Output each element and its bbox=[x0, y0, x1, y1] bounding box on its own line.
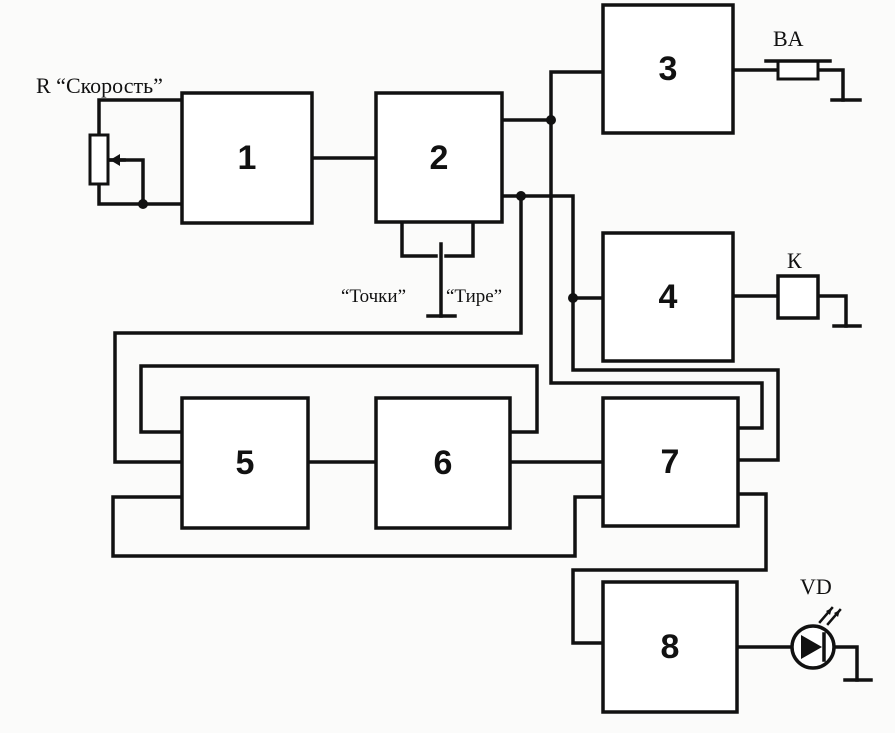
block-5-label: 5 bbox=[236, 444, 255, 482]
junction-dot bbox=[516, 191, 526, 201]
relay-icon bbox=[776, 274, 820, 320]
key-switch-icon bbox=[426, 242, 457, 318]
wire-2-4 bbox=[500, 194, 605, 300]
ground-symbols bbox=[830, 98, 873, 682]
dash-key-label: “Тире” bbox=[446, 286, 502, 307]
block-5: 5 bbox=[180, 396, 310, 530]
wire-4-7 bbox=[571, 296, 780, 462]
junction-dot bbox=[546, 115, 556, 125]
block-2-label: 2 bbox=[430, 139, 449, 177]
block-6: 6 bbox=[374, 396, 512, 530]
block-7-label: 7 bbox=[661, 443, 680, 481]
junctions bbox=[138, 115, 578, 303]
block-7: 7 bbox=[601, 396, 740, 528]
led-label: VD bbox=[800, 574, 832, 599]
block-8: 8 bbox=[601, 580, 739, 714]
wire-key-dash bbox=[444, 220, 475, 258]
wire-key-dots bbox=[400, 220, 438, 258]
wire-2-3 bbox=[500, 70, 605, 122]
wire-wiper bbox=[108, 158, 145, 206]
wire-vd-ground bbox=[833, 645, 859, 682]
wire-k-ground bbox=[816, 294, 848, 328]
dots-key-label: “Точки” bbox=[341, 286, 406, 307]
resistor-label: R “Скорость” bbox=[36, 73, 163, 98]
block-3: 3 bbox=[601, 3, 735, 135]
led-icon bbox=[790, 606, 842, 670]
wire-2-5 bbox=[113, 194, 523, 464]
speaker-icon bbox=[764, 59, 832, 81]
block-2: 2 bbox=[374, 91, 504, 224]
wire-7-5-loop bbox=[111, 495, 605, 558]
wire-resistor-top bbox=[97, 98, 184, 137]
block-4-label: 4 bbox=[659, 278, 678, 316]
block-6-label: 6 bbox=[434, 444, 453, 482]
wire-resistor-bottom bbox=[97, 182, 184, 206]
speaker-label: BA bbox=[773, 26, 804, 51]
relay-label: К bbox=[787, 248, 802, 273]
block-1: 1 bbox=[180, 91, 314, 225]
junction-dot bbox=[138, 199, 148, 209]
wire-ba-ground bbox=[816, 68, 845, 102]
block-1-label: 1 bbox=[238, 139, 257, 177]
block-4: 4 bbox=[601, 231, 735, 363]
block-3-label: 3 bbox=[659, 50, 678, 88]
wire-7-8 bbox=[571, 492, 768, 645]
wire-bus-down bbox=[549, 118, 764, 430]
wire-6-5-loop bbox=[139, 364, 539, 434]
wires bbox=[97, 68, 859, 682]
block-8-label: 8 bbox=[661, 628, 680, 666]
junction-dot bbox=[568, 293, 578, 303]
resistor-icon bbox=[88, 133, 126, 186]
